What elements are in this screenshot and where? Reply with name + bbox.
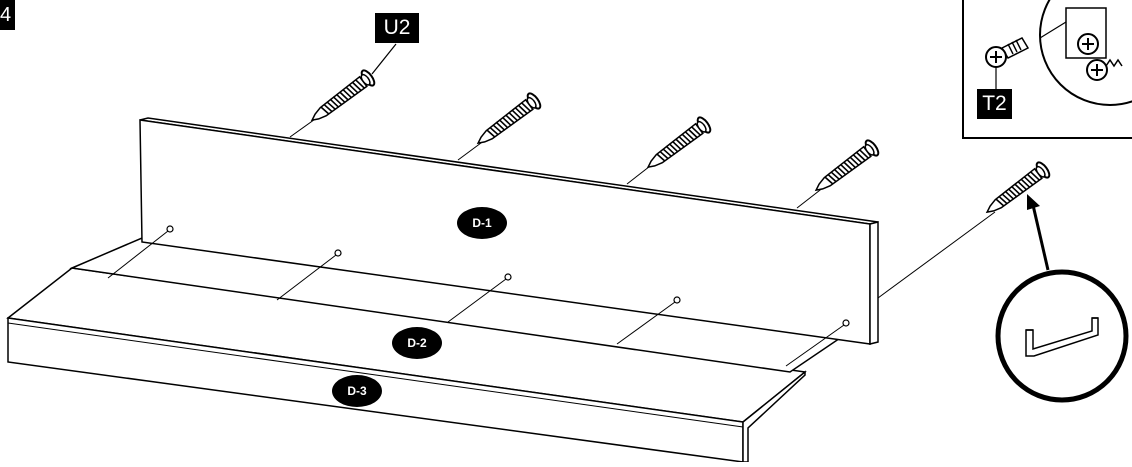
part-label-d3-text: D-3 bbox=[347, 384, 367, 398]
u2-leader-line bbox=[371, 43, 397, 75]
part-label-d2-text: D-2 bbox=[407, 336, 427, 350]
screw-u2-4 bbox=[809, 137, 882, 199]
inset-screw-t2 bbox=[985, 37, 1030, 89]
dowel-holes bbox=[166, 225, 850, 327]
allen-key-icon bbox=[1025, 317, 1099, 357]
part-label-d3: D-3 bbox=[332, 375, 382, 407]
guide-lines bbox=[107, 230, 845, 367]
screw-tag-u2-text: U2 bbox=[383, 16, 411, 39]
part-label-d2: D-2 bbox=[392, 327, 442, 359]
step-number: 4 bbox=[0, 0, 15, 30]
screw-u2-3 bbox=[641, 114, 714, 176]
screw-u2-1 bbox=[305, 67, 378, 129]
tool-callout bbox=[995, 194, 1129, 403]
step-number-text: 4 bbox=[0, 4, 12, 26]
screw-tag-t2: T2 bbox=[977, 89, 1012, 119]
inset-screw-b bbox=[1086, 58, 1123, 81]
part-label-d1-text: D-1 bbox=[472, 216, 492, 230]
screw-u2-5 bbox=[980, 159, 1053, 221]
screw-tag-t2-text: T2 bbox=[982, 92, 1007, 115]
part-label-d1: D-1 bbox=[457, 207, 507, 239]
inset-screw-a bbox=[1077, 33, 1099, 55]
screw-tag-u2: U2 bbox=[375, 13, 419, 43]
screw-u2-2 bbox=[471, 90, 544, 152]
board-d1 bbox=[139, 117, 879, 345]
